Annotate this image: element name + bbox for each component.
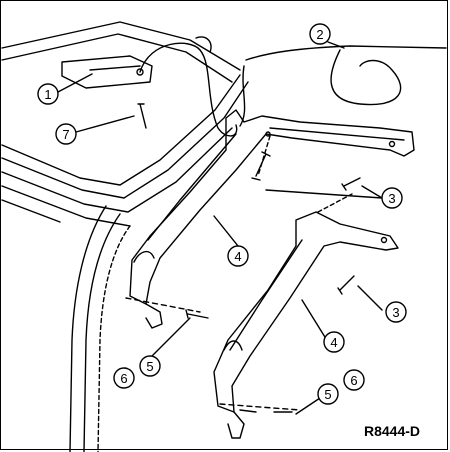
callout-circle — [317, 383, 339, 405]
callout-circle — [37, 83, 59, 105]
figure-id: R8444-D — [364, 423, 420, 439]
callout-circle — [139, 355, 161, 377]
callout-circle — [385, 301, 407, 323]
callout-2: 2 — [309, 23, 331, 45]
windshield-frame — [1, 21, 249, 452]
screws-and-clips — [125, 103, 361, 413]
a-pillar-trim-upper — [129, 109, 415, 329]
callout-6: 6 — [343, 369, 365, 391]
callout-label: 6 — [350, 373, 357, 388]
callout-circle — [309, 23, 331, 45]
callout-label: 3 — [388, 191, 395, 206]
callout-label: 7 — [62, 127, 69, 142]
callout-group: 1 2 3 3 4 4 5 5 6 6 7 — [37, 23, 407, 405]
callout-label: 3 — [392, 305, 399, 320]
leader-lines — [57, 41, 383, 415]
callout-circle — [323, 331, 345, 353]
callout-label: 5 — [146, 359, 153, 374]
callout-label: 6 — [120, 371, 127, 386]
callout-4: 4 — [227, 245, 249, 267]
header-trim-panel — [61, 55, 153, 89]
wire-harness — [139, 36, 447, 137]
callout-6: 6 — [113, 367, 135, 389]
callout-label: 1 — [44, 87, 51, 102]
callout-circle — [343, 369, 365, 391]
callout-7: 7 — [55, 123, 77, 145]
callout-4: 4 — [323, 331, 345, 353]
callout-circle — [55, 123, 77, 145]
callout-label: 4 — [330, 335, 337, 350]
callout-circle — [381, 187, 403, 209]
callout-label: 2 — [316, 27, 323, 42]
callout-3: 3 — [381, 187, 403, 209]
callout-label: 4 — [234, 249, 241, 264]
callout-5: 5 — [139, 355, 161, 377]
callout-label: 5 — [324, 387, 331, 402]
callout-circle — [227, 245, 249, 267]
callout-1: 1 — [37, 83, 59, 105]
callout-circle — [113, 367, 135, 389]
a-pillar-trim-lower — [213, 211, 399, 439]
callout-3: 3 — [385, 301, 407, 323]
callout-5: 5 — [317, 383, 339, 405]
